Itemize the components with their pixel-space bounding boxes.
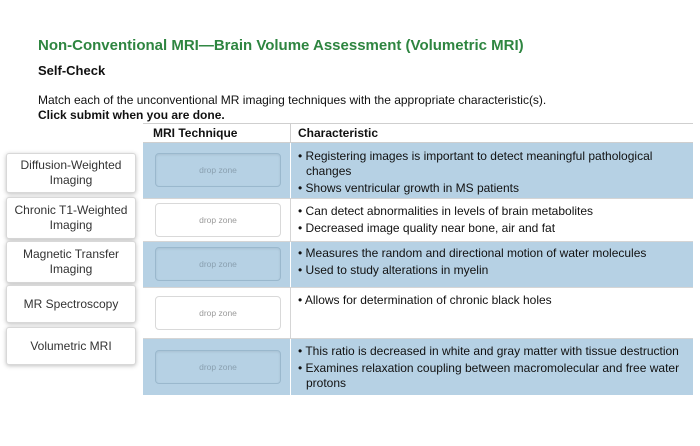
drop-zone[interactable]: drop zone bbox=[155, 350, 281, 384]
tile-label: Volumetric MRI bbox=[30, 338, 112, 353]
instruction-text: Match each of the unconventional MR imag… bbox=[38, 93, 547, 107]
characteristic-item: Registering images is important to detec… bbox=[297, 149, 689, 179]
table-header: MRI Technique Characteristic bbox=[143, 123, 693, 143]
drag-tile-diffusion-weighted[interactable]: Diffusion-Weighted Imaging bbox=[6, 153, 136, 193]
characteristic-item: This ratio is decreased in white and gra… bbox=[297, 344, 689, 359]
drag-tile-magnetic-transfer[interactable]: Magnetic Transfer Imaging bbox=[6, 241, 136, 283]
characteristic-list: This ratio is decreased in white and gra… bbox=[297, 344, 689, 393]
page-subtitle: Self-Check bbox=[38, 63, 106, 78]
table-row: drop zone Registering images is importan… bbox=[143, 143, 693, 198]
characteristic-item: Allows for determination of chronic blac… bbox=[297, 293, 689, 308]
table-row: drop zone This ratio is decreased in whi… bbox=[143, 339, 693, 395]
drag-tile-mr-spectroscopy[interactable]: MR Spectroscopy bbox=[6, 285, 136, 323]
characteristic-item: Used to study alterations in myelin bbox=[297, 263, 689, 278]
drop-zone[interactable]: drop zone bbox=[155, 203, 281, 237]
characteristic-item: Can detect abnormalities in levels of br… bbox=[297, 204, 689, 219]
tile-label: MR Spectroscopy bbox=[23, 296, 119, 311]
tile-label: Magnetic Transfer Imaging bbox=[22, 247, 120, 276]
drop-zone[interactable]: drop zone bbox=[155, 153, 281, 187]
drag-tile-chronic-t1-weighted[interactable]: Chronic T1-Weighted Imaging bbox=[6, 197, 136, 239]
page-title: Non-Conventional MRI—Brain Volume Assess… bbox=[38, 37, 524, 54]
drop-zone[interactable]: drop zone bbox=[155, 247, 281, 281]
matching-table: MRI Technique Characteristic drop zone R… bbox=[143, 123, 693, 395]
characteristic-item: Measures the random and directional moti… bbox=[297, 246, 689, 261]
table-row: drop zone Can detect abnormalities in le… bbox=[143, 198, 693, 242]
characteristic-item: Examines relaxation coupling between mac… bbox=[297, 361, 689, 391]
characteristic-list: Allows for determination of chronic blac… bbox=[297, 293, 689, 310]
drop-zone[interactable]: drop zone bbox=[155, 296, 281, 330]
drag-tile-volumetric-mri[interactable]: Volumetric MRI bbox=[6, 327, 136, 365]
table-row: drop zone Measures the random and direct… bbox=[143, 242, 693, 287]
characteristic-item: Shows ventricular growth in MS patients bbox=[297, 181, 689, 196]
header-characteristic: Characteristic bbox=[298, 126, 379, 140]
characteristic-list: Registering images is important to detec… bbox=[297, 149, 689, 198]
header-mri-technique: MRI Technique bbox=[153, 126, 238, 140]
table-row: drop zone Allows for determination of ch… bbox=[143, 287, 693, 339]
instruction-submit-text: Click submit when you are done. bbox=[38, 108, 225, 122]
characteristic-list: Can detect abnormalities in levels of br… bbox=[297, 204, 689, 238]
instructions: Match each of the unconventional MR imag… bbox=[38, 93, 546, 123]
characteristic-list: Measures the random and directional moti… bbox=[297, 246, 689, 280]
characteristic-item: Decreased image quality near bone, air a… bbox=[297, 221, 689, 236]
tile-label: Chronic T1-Weighted Imaging bbox=[14, 203, 128, 232]
tile-label: Diffusion-Weighted Imaging bbox=[20, 158, 122, 187]
